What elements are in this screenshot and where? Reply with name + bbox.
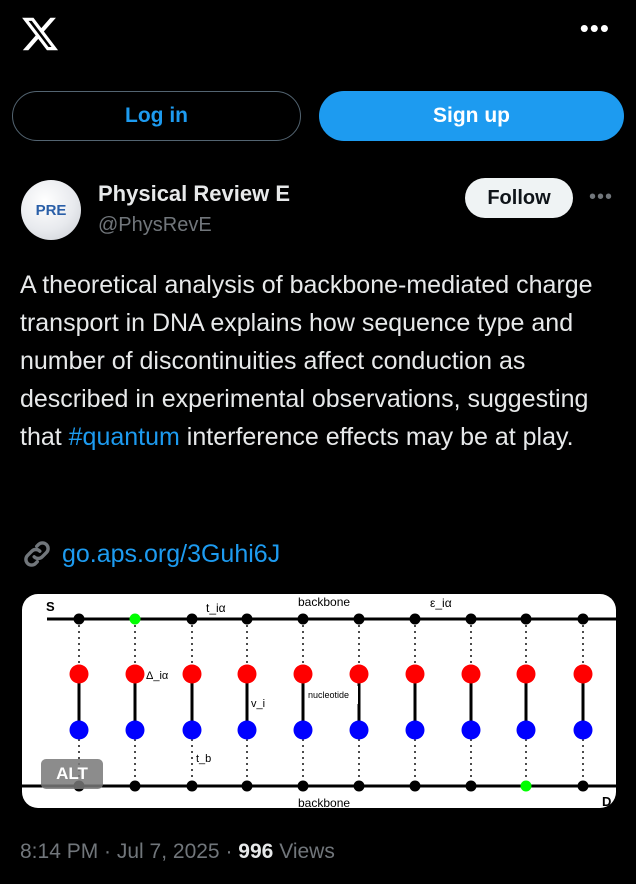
label-t-ia: t_iα (206, 601, 226, 615)
top-site (237, 664, 257, 684)
post-text: A theoretical analysis of backbone-media… (20, 266, 620, 456)
top-site (293, 664, 313, 684)
views-count: 996 (238, 840, 274, 863)
author-display-name[interactable]: Physical Review E (98, 181, 290, 206)
top-site (516, 664, 536, 684)
top-backbone-node (241, 613, 253, 625)
post-meta: 8:14 PM · Jul 7, 2025 · 996 Views (20, 840, 335, 864)
top-backbone-node (520, 613, 532, 625)
avatar[interactable]: PRE (21, 180, 81, 240)
meta-separator: · (225, 840, 239, 863)
bottom-site (237, 720, 257, 740)
bottom-backbone-node (577, 780, 589, 792)
post-image[interactable]: S t_iα backbone ε_iα Δ_iα v_i nucleotide… (22, 594, 616, 808)
top-site (125, 664, 145, 684)
hashtag-link[interactable]: #quantum (68, 423, 180, 451)
bottom-site (573, 720, 593, 740)
top-backbone-node (186, 613, 198, 625)
bottom-site (293, 720, 313, 740)
x-logo-icon[interactable] (20, 14, 60, 54)
bottom-site (182, 720, 202, 740)
top-backbone-node (353, 613, 365, 625)
top-site (182, 664, 202, 684)
follow-button[interactable]: Follow (465, 178, 573, 218)
bottom-backbone-node (241, 780, 253, 792)
top-backbone-node (465, 613, 477, 625)
signup-button[interactable]: Sign up (319, 91, 624, 141)
post-link[interactable]: go.aps.org/3Guhi6J (20, 537, 280, 571)
label-delta-ia: Δ_iα (146, 670, 169, 682)
bottom-site (516, 720, 536, 740)
bottom-backbone-node (186, 780, 198, 792)
bottom-backbone-node (129, 780, 141, 792)
bottom-backbone-node (409, 780, 421, 792)
bottom-backbone-node (520, 780, 532, 792)
top-backbone-node (129, 613, 141, 625)
label-v-i: v_i (251, 698, 265, 710)
label-t-b: t_b (196, 753, 211, 765)
top-backbone-node (409, 613, 421, 625)
label-d: D (602, 794, 611, 808)
label-s: S (46, 599, 55, 614)
top-site (349, 664, 369, 684)
bottom-site (69, 720, 89, 740)
post-text-part2: interference effects may be at play. (179, 423, 574, 451)
top-bar: ••• (0, 0, 636, 70)
top-backbone-node (577, 613, 589, 625)
label-eps-ia: ε_iα (430, 596, 452, 610)
top-backbone-node (73, 613, 85, 625)
post-more-icon[interactable]: ••• (589, 186, 614, 208)
label-backbone-bottom: backbone (298, 796, 350, 808)
nucleotide-columns (69, 613, 593, 792)
bottom-backbone-node (465, 780, 477, 792)
alt-badge[interactable]: ALT (41, 759, 103, 789)
post-text-part1: A theoretical analysis of backbone-media… (20, 271, 593, 451)
post-timestamp[interactable]: 8:14 PM · Jul 7, 2025 (20, 840, 220, 863)
top-site (405, 664, 425, 684)
bottom-backbone-node (297, 780, 309, 792)
author-handle[interactable]: @PhysRevE (98, 214, 212, 236)
label-backbone-top: backbone (298, 595, 350, 609)
top-site (69, 664, 89, 684)
bottom-site (405, 720, 425, 740)
login-button[interactable]: Log in (12, 91, 301, 141)
bottom-site (349, 720, 369, 740)
dna-diagram: S t_iα backbone ε_iα Δ_iα v_i nucleotide… (22, 595, 616, 808)
bottom-site (461, 720, 481, 740)
top-backbone-node (297, 613, 309, 625)
bottom-site (125, 720, 145, 740)
label-nucleotide: nucleotide (308, 690, 349, 700)
top-site (573, 664, 593, 684)
views-label: Views (279, 840, 335, 863)
top-site (461, 664, 481, 684)
bottom-backbone-node (353, 780, 365, 792)
more-horizontal-icon[interactable]: ••• (579, 13, 610, 43)
nucleotide-label-box (306, 686, 358, 704)
link-icon (24, 541, 50, 567)
link-text[interactable]: go.aps.org/3Guhi6J (62, 539, 281, 568)
avatar-text: PRE (35, 201, 67, 219)
